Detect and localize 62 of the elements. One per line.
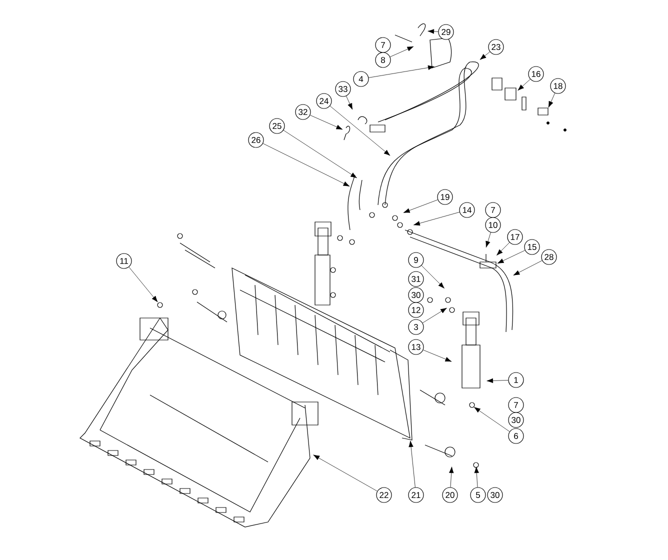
leader-line: [486, 378, 508, 384]
callout-number: 18: [550, 78, 566, 94]
callout-number: 26: [248, 132, 264, 148]
callout-number: 1: [508, 372, 524, 388]
leader-line: [513, 260, 542, 276]
leader-line: [428, 29, 438, 34]
callout-number: 25: [269, 118, 285, 134]
leader-line: [423, 350, 452, 362]
callout-number: 31: [408, 271, 424, 287]
callout-number: 19: [437, 189, 453, 205]
callout-number: 30: [508, 412, 524, 428]
leader-line: [330, 106, 390, 156]
leader-line: [390, 46, 414, 58]
callout-number: 7: [485, 202, 501, 218]
leader-line: [496, 242, 510, 256]
callout-number: 16: [528, 66, 544, 82]
leader-line: [128, 266, 158, 302]
callout-number: 7: [375, 37, 391, 53]
callout-number: 30: [487, 487, 503, 503]
leader-line: [422, 308, 447, 324]
leader-line: [474, 466, 479, 488]
leader-line: [486, 232, 491, 248]
callout-number: 8: [375, 52, 391, 68]
callout-number: 24: [316, 93, 332, 109]
callout-number: 13: [408, 339, 424, 355]
leader-line: [518, 79, 530, 91]
callout-number: 14: [459, 202, 475, 218]
callout-number: 5: [470, 487, 486, 503]
leader-line: [262, 143, 350, 186]
leader-line: [421, 265, 444, 288]
callout-number: 17: [507, 229, 523, 245]
leader-line: [403, 200, 438, 213]
leader-line: [414, 212, 460, 226]
callout-number: 21: [408, 487, 424, 503]
leader-line: [283, 130, 357, 178]
callout-number: 9: [408, 252, 424, 268]
callout-number: 6: [508, 428, 524, 444]
callout-number: 29: [438, 24, 454, 40]
callout-number: 22: [376, 487, 392, 503]
leader-line: [313, 454, 378, 492]
callout-number: 12: [408, 302, 424, 318]
callout-number: 3: [408, 319, 424, 335]
leader-line: [408, 440, 416, 488]
callout-number: 33: [335, 81, 351, 97]
callout-number: 32: [295, 104, 311, 120]
leader-line: [497, 250, 526, 264]
callout-number: 30: [408, 287, 424, 303]
callout-number: 11: [116, 253, 132, 269]
callout-number: 23: [488, 39, 504, 55]
leader-line: [480, 52, 490, 60]
callout-number: 4: [353, 71, 369, 87]
callout-number: 10: [485, 217, 501, 233]
callout-number: 15: [524, 239, 540, 255]
leader-line: [368, 65, 434, 78]
leader-line: [474, 407, 510, 432]
leader-line: [548, 92, 556, 108]
callout-number: 7: [508, 397, 524, 413]
callout-number: 28: [541, 249, 557, 265]
leader-line: [449, 466, 454, 488]
leader-line: [346, 96, 353, 110]
leader-line: [310, 114, 343, 130]
callout-number: 20: [442, 487, 458, 503]
